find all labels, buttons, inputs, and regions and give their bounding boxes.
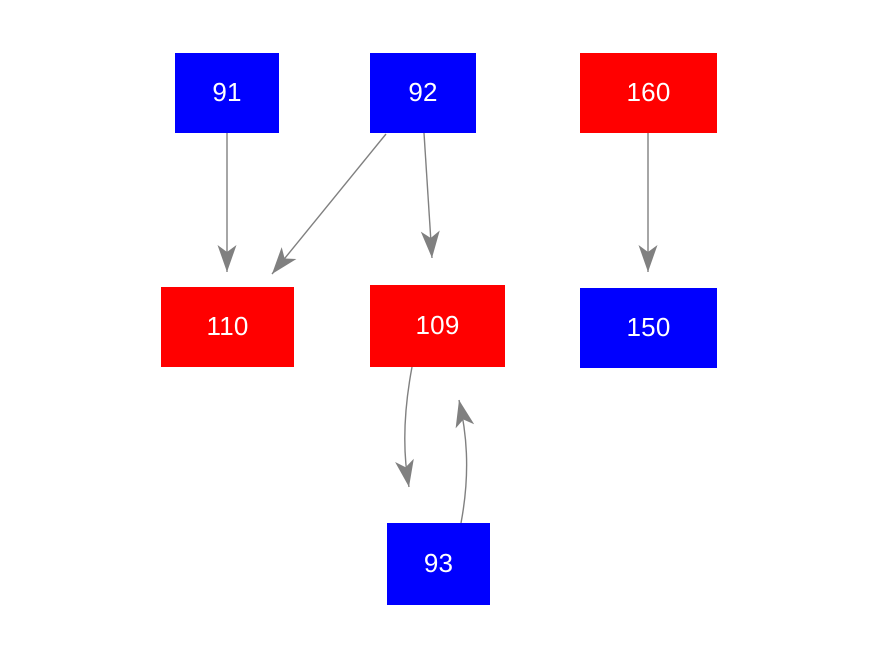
graph-node-label: 92 <box>408 77 438 107</box>
graph-node-label: 91 <box>212 77 242 107</box>
graph-node-92[interactable]: 92 <box>370 53 476 133</box>
graph-edge-arrowhead <box>272 247 297 274</box>
graph-node-109[interactable]: 109 <box>370 285 505 367</box>
graph-edge <box>458 399 468 524</box>
graph-edge <box>404 366 413 488</box>
graph-edge-arrowhead <box>420 230 440 258</box>
graph-node-160[interactable]: 160 <box>580 53 717 133</box>
graph-node-label: 93 <box>423 548 454 578</box>
graph-node-label: 150 <box>626 312 671 342</box>
graph-node-label: 109 <box>415 310 460 340</box>
graph-node-93[interactable]: 93 <box>387 523 490 605</box>
graph-node-label: 160 <box>626 77 671 107</box>
graph-node-91[interactable]: 91 <box>175 53 279 133</box>
graph-edge-arrowhead <box>638 245 658 272</box>
graph-node-150[interactable]: 150 <box>580 288 717 368</box>
graph-edge-arrowhead <box>395 458 414 487</box>
graph-edge-arrowhead <box>455 400 475 429</box>
graph-edge <box>271 133 387 275</box>
graph-edge <box>423 132 433 259</box>
graph-node-label: 110 <box>206 311 249 341</box>
graph-edge-arrowhead <box>217 245 237 272</box>
graph-node-110[interactable]: 110 <box>161 287 294 367</box>
